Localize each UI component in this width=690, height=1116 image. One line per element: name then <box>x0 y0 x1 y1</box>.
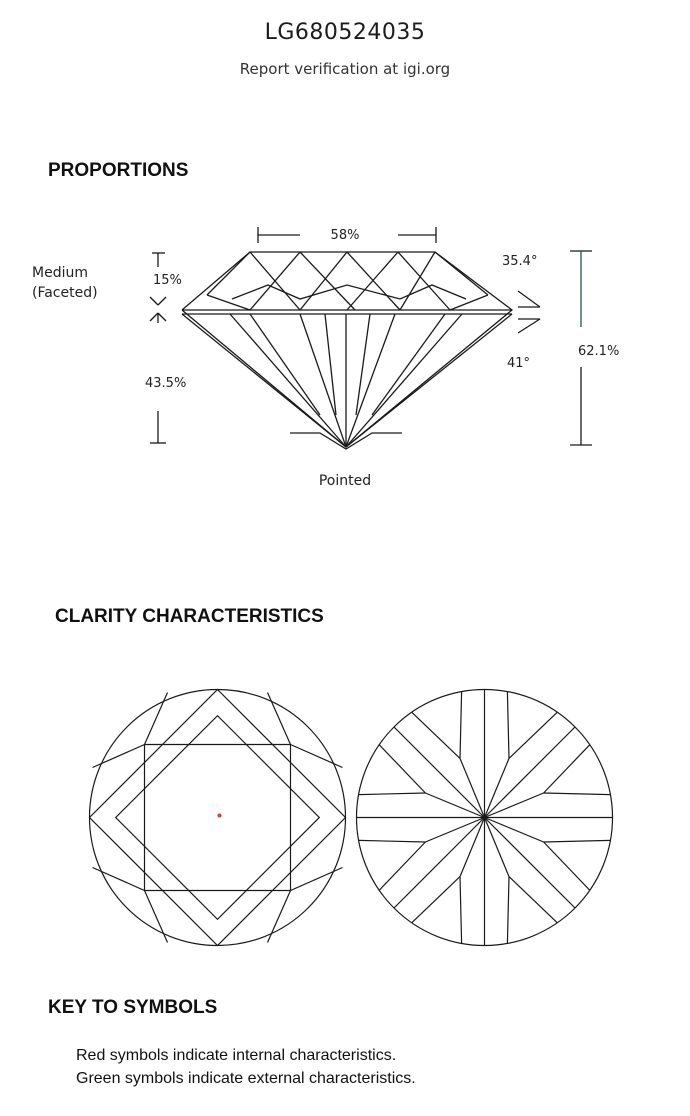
crown-view-diagram <box>88 688 347 947</box>
pavilion-view-diagram <box>355 688 614 947</box>
proportions-diagram: 58% 15% 43.5% 62.1% 35.4° 41° Medium (Fa… <box>32 227 619 489</box>
culet-label: Pointed <box>319 473 371 489</box>
table-percentage-label: 58% <box>331 228 360 243</box>
inclusion-marker <box>217 813 222 818</box>
girdle-label-line2: (Faceted) <box>32 285 98 301</box>
report-number: LG680524035 <box>264 20 426 45</box>
pavilion-depth-label: 43.5% <box>145 376 186 391</box>
crown-angle-label: 35.4° <box>502 254 537 269</box>
pavilion-angle-label: 41° <box>507 356 530 371</box>
crown-height-label: 15% <box>153 273 182 288</box>
proportions-heading: PROPORTIONS <box>48 160 189 181</box>
total-depth-label: 62.1% <box>578 344 619 359</box>
key-green-text: Green symbols indicate external characte… <box>76 1070 416 1087</box>
report-verification-text: Report verification at igi.org <box>239 60 451 78</box>
girdle-label-line1: Medium <box>32 265 88 281</box>
key-red-text: Red symbols indicate internal characteri… <box>76 1047 397 1064</box>
key-heading: KEY TO SYMBOLS <box>48 997 218 1018</box>
clarity-heading: CLARITY CHARACTERISTICS <box>55 606 324 627</box>
